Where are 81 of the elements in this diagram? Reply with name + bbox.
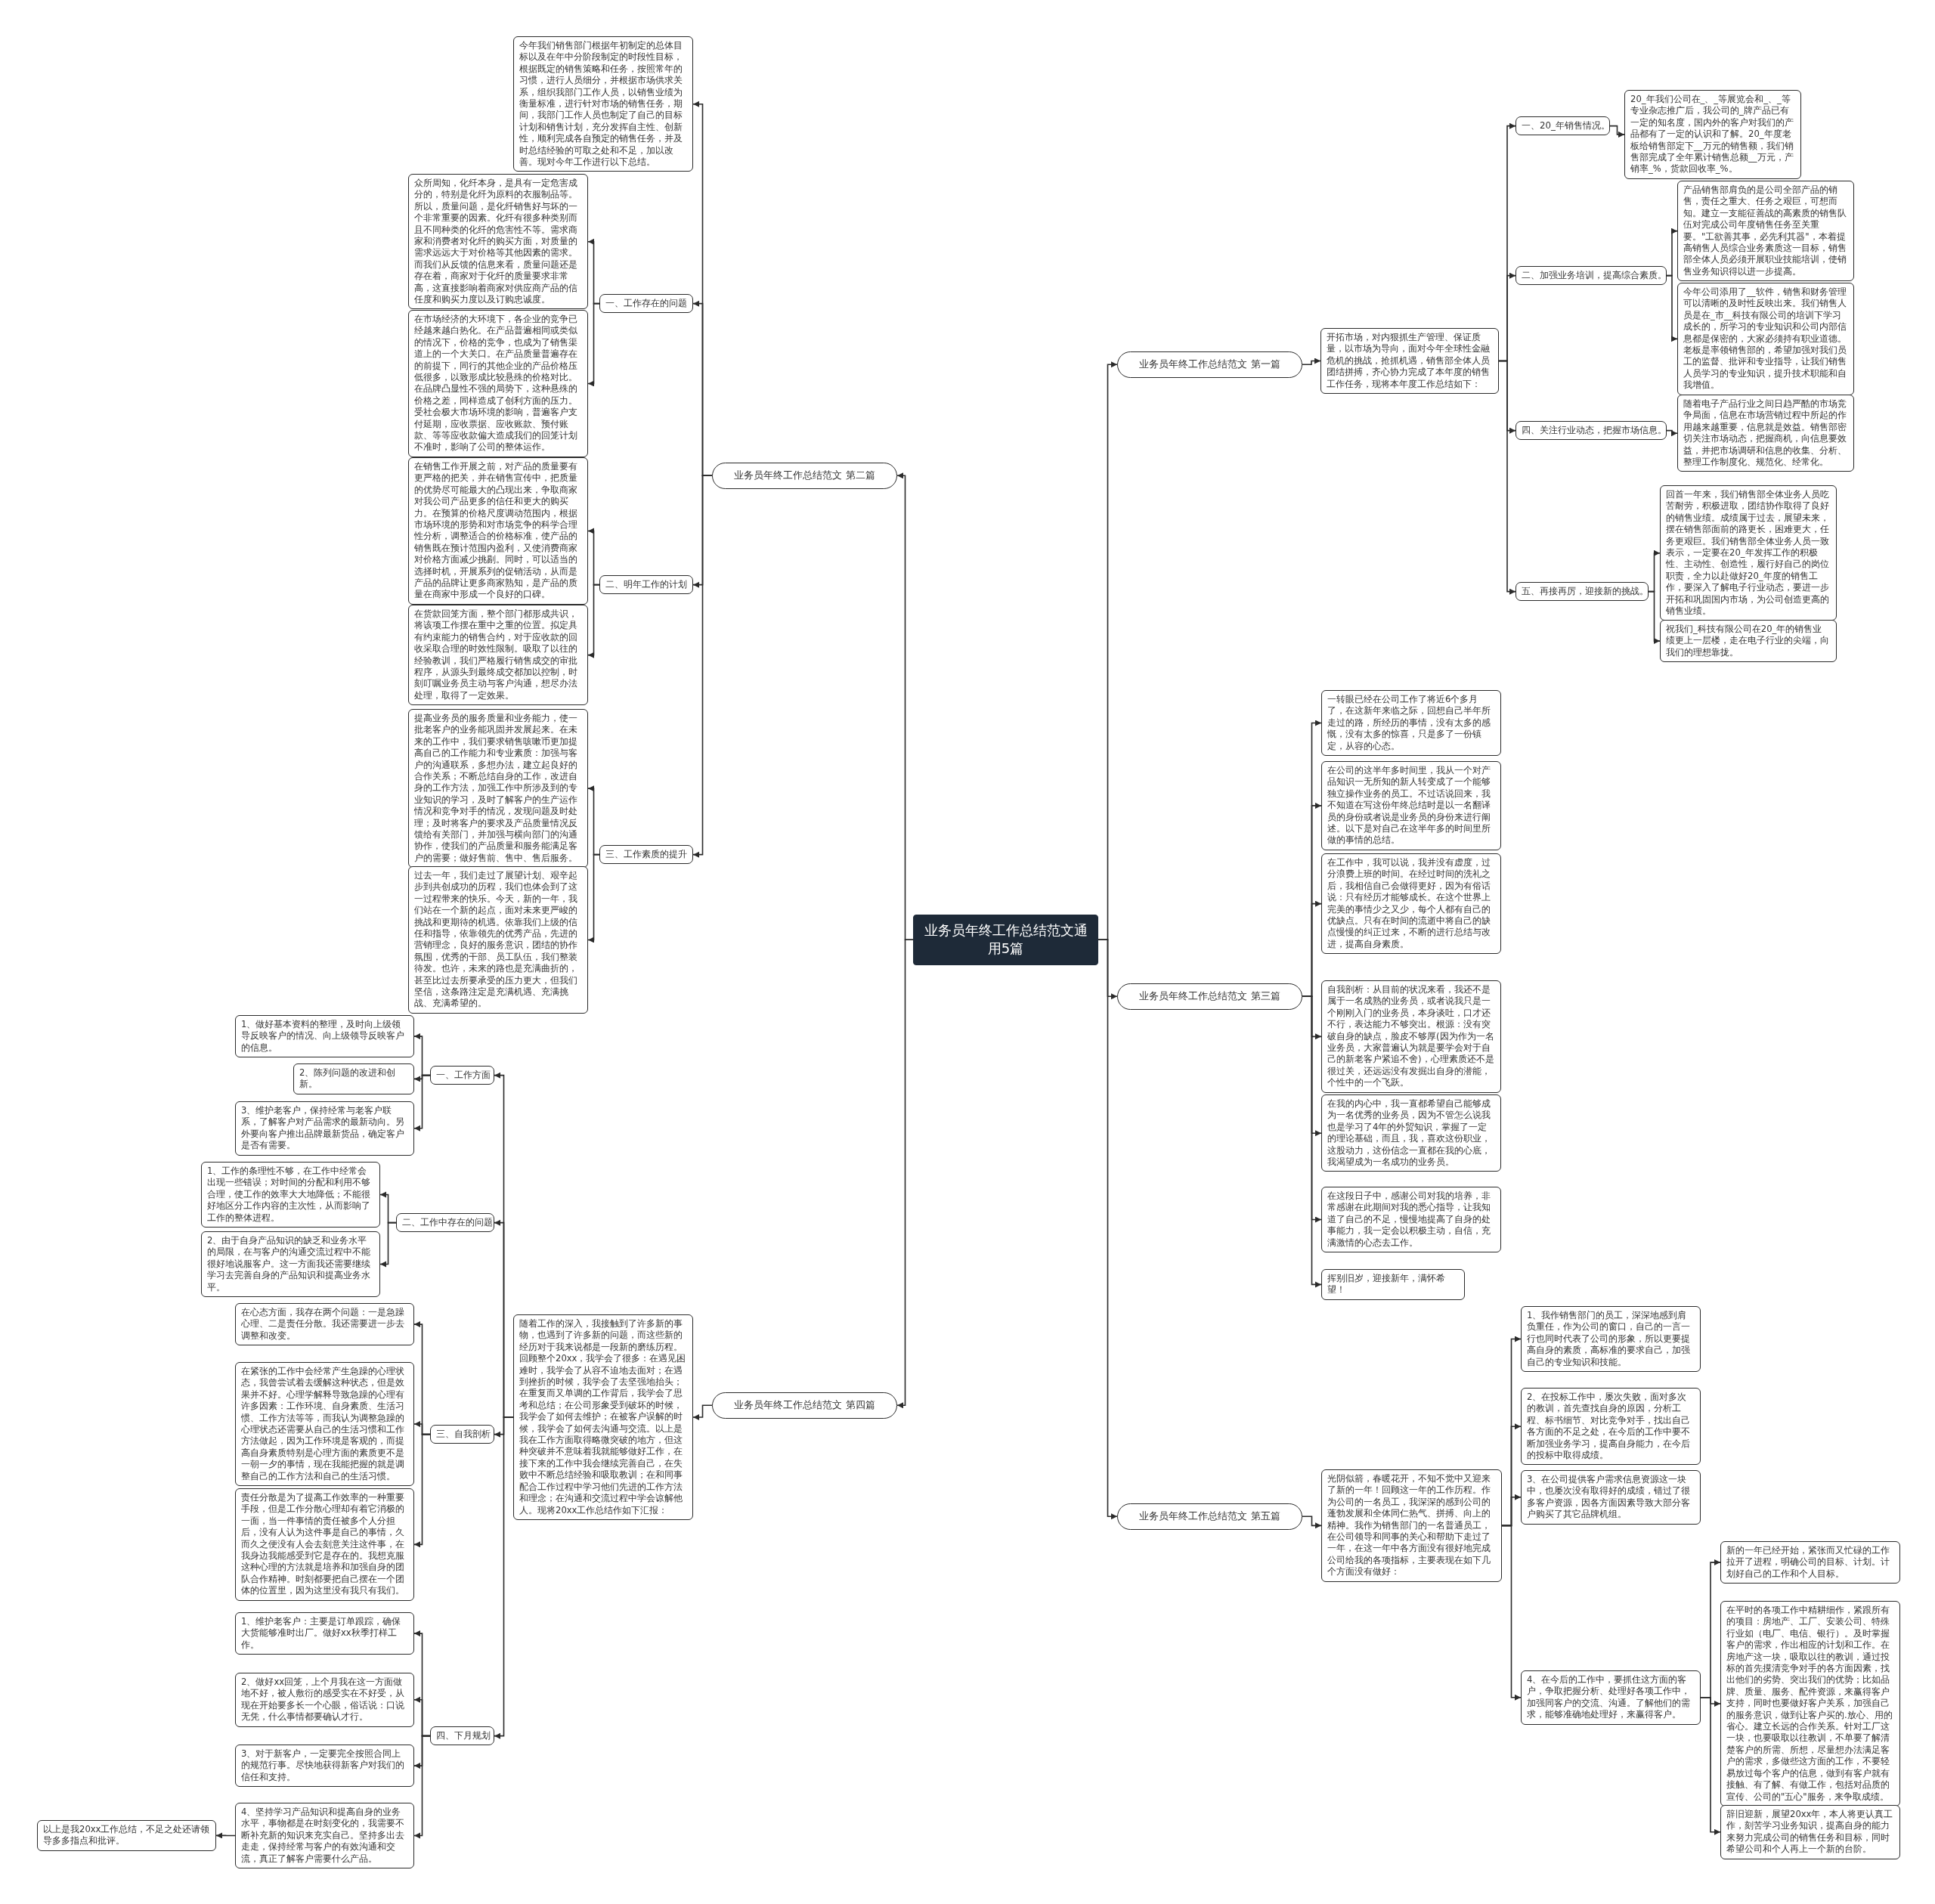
arrow [1700,1697,1721,1835]
text-box: 新的一年已经开始，紧张而又忙碌的工作拉开了进程，明确公司的目标、计划。计划好自己的工作和个人目标。 [1720,1541,1900,1584]
text-box: 祝我们_科技有限公司在20_年的销售业绩更上一层楼，走在电子行业的尖端，向我们的理想靠拢。 [1660,620,1837,663]
text-box: 3、维护老客户，保持经常与老客户联系，了解客户对产品需求的最新动向。另外要向客户推出品牌最新货品，确定客户是否有需要。 [235,1101,414,1156]
arrow [896,939,914,1409]
text-box: 在货款回笼方面，整个部门都形成共识，将该项工作摆在重中之重的位置。拟定具有约束能力的销售合约，对于应收款的回收采取合理的时效性限制。吸取了以往的经验教训，我们严格履行销售成交的审批程序，从源头到最终成交都加以控制，时刻叮嘱业务员主动与客户沟通，想尽办法处理，取得了一定效果。 [408,605,588,706]
text-box: 随着电子产品行业之间日趋严酷的市场竞争局面，信息在市场营销过程中所起的作用越来越重要，信息就是效益。销售部密切关注市场动态，把握商机，向信息要效益，并把市场调研和信息的收集、分析、整理工作制度化、规范化、经常化。 [1677,395,1854,472]
arrow [692,1404,713,1420]
text-box: 2、由于自身产品知识的缺乏和业务水平的局限，在与客户的沟通交流过程中不能很好地说服客户。这一方面我还需要继续学习去完善自身的产品知识和提高业务水平。 [201,1231,380,1298]
text-box: 自我剖析：从目前的状况来看，我还不是属于一名成熟的业务员，或者说我只是一个刚刚入门的业务员，本身谈吐，口才还不行，表达能力不够突出。根源：没有突破自身的缺点，脸皮不够厚(因为作为一名业务员，大家普遍认为就是要学会对于自己的新老客户紧追不舍)，心理素质还不是很过关，还远远没有发掘出自身的潜能，个性中的一个飞跃。 [1321,980,1501,1093]
arrow [1098,939,1118,1520]
text-box: 光阴似箭，春暖花开，不知不觉中又迎来了新的一年！回顾这一年的工作历程。作为公司的一名员工，我深深的感到公司的蓬勃发展和全体同仁热气、拼搏、向上的精神。我作为销售部门的一名普通员工，在公司领导和同事的关心和帮助下走过了一年，在这一年中各方面没有很好地完成公司给我的各项指标，主要表现在如下几个方面没有做好： [1321,1469,1502,1582]
text-box: 在心态方面，我存在两个问题：一是急躁心理、二是责任分散。我还需要进一步去调整和改变。 [235,1303,414,1346]
text-box: 在这段日子中，感谢公司对我的培养，非常感谢在此期间对我的悉心指导，让我知道了自己的不足，慢慢地提高了自身的处事能力，我一定会以积极主动，自信，充满激情的心态去工作。 [1321,1187,1501,1253]
branch-topic: 业务员年终工作总结范文 第三篇 [1117,983,1302,1010]
root-topic: 业务员年终工作总结范文通用5篇 [913,915,1098,965]
text-box: 在销售工作开展之前，对产品的质量要有更严格的把关，并在销售宣传中，把质量的优势尽可能最大的凸现出来，争取商家对我公司产品更多的信任和更大的购买力。在预算的价格尺度调动范围内，根据市场环境的形势和对市场竞争的科学合理性分析，调整适合的价格标准，使产品的销售既在预计范围内盈利，又使消费商家对价格方面减少挑剔。同时，可以适当的选择时机，开展系列的促销活动，从而是产品的品牌让更多商家熟知，是产品的质量在商家中形成一个良好的口碑。 [408,457,588,605]
arrow [692,475,713,858]
text-box: 在平时的各项工作中精耕细作，紧跟所有的项目：房地产、工厂、安装公司、特殊行业如（电厂、电信、银行）。及时掌握客户的需求，作出相应的计划和工作。在房地产这一块，吸取以往的教训，通过投标的首先摸清竞争对手的各方面因素，找出他们的劣势、突出我们的优势；比如品牌、质量、服务、配件资源，来赢得客户支持，同时也要做好客户关系，加强自己的服务意识，做到让客户买的.放心、用的省心。建立长远的合作关系。针对工厂这一块，也要吸取以往教训，不单要了解清楚客户的所需、所想，尽量想办法满足客户的需求，多做些这方面的工作，不要轻易放过每个客户的信息，做到有客户就有接触、有了解、有做工作，包括对品质的宣传、公司的"五心"服务，来争取成绩。 [1720,1601,1900,1806]
arrow [1648,590,1661,645]
text-box: 3、在公司提供客户需求信息资源这一块中，也屡次没有取得好的成绩，错过了很多客户资源，因各方面因素导致大部分客户购买了其它品牌机组。 [1521,1470,1701,1525]
text-box: 2、在投标工作中，屡次失败，面对多次的教训，首先查找自身的原因，分析工程、标书细节、对比竞争对手，找出自己各方面的不足之处，在今后的工作中要不断加强业务学习，提高自身能力，在今后的投标中取得成绩。 [1521,1388,1701,1466]
section-topic: 三、工作素质的提升 [599,845,693,865]
text-box: 在我的内心中，我一直都希望自己能够成为一名优秀的业务员，因为不管怎么说我也是学习了4年的外贸知识，掌握了一定的理论基础，而且，我，喜欢这份职业，这股动力，这份信念一直都在我的心底，我渴望成为一名成功的业务员。 [1321,1094,1501,1172]
arrow [413,1735,431,1839]
text-box: 辞旧迎新，展望20xx年，本人将更认真工作，刻苦学习业务知识，提高自身的能力来努力完成公司的销售任务和目标，同时希望公司和个人再上一个新的台阶。 [1720,1805,1900,1859]
text-box: 1、我作销售部门的员工，深深地感到肩负重任，作为公司的窗口，自己的一言一行也同时代表了公司的形象，所以更要提高自身的素质，高标准的要求自己，加强自己的专业知识和技能。 [1521,1306,1701,1373]
text-box: 回首一年来，我们销售部全体业务人员吃苦耐劳，积极进取，团结协作取得了良好的销售业绩。成绩属于过去，展望未来，摆在销售部面前的路更长，困难更大，任务更艰巨。我们销售部全体业务人员一致表示，一定要在20_年发挥工作的积极性、主动性、创造性，履行好自己的岗位职责，全力以赴做好20_年度的销售工作，要深入了解电子行业动态，要进一步开拓和巩固国内市场，为公司创造更高的销售业绩。 [1660,485,1837,621]
arrow [587,584,600,658]
text-box: 4、在今后的工作中，要抓住这方面的客户，争取把握分析、处理好各项工作中，加强同客户的交流、沟通。了解他们的需求，能够准确地处理好，来赢得客户。 [1521,1670,1701,1725]
section-topic: 一、工作方面 [430,1066,494,1085]
text-box: 以上是我20xx工作总结，不足之处还请领导多多指点和批评。 [37,1820,216,1851]
arrow [1609,125,1625,138]
text-box: 20_年我们公司在_、_等展览会和_、_等专业杂志推广后，我公司的_牌产品已有一定的知名度，国内外的客户对我们的产品都有了一定的认识和了解。20_年度老板给销售部定下__万元的销售额，我们销售部完成了全年累计销售总额__万元，产销率_%，货款回收率_%。 [1624,90,1801,179]
text-box: 今年我们销售部门根据年初制定的总体目标以及在年中分阶段制定的时段性目标，根据既定的销售策略和任务，按照常年的习惯，进行人员细分，并根据市场供求关系，组织我部门工作人员，以销售业绩为衡量标准，进行针对市场的销售任务，期间，我部门工作人员也制定了自己的目标计划和销售计划，充分发挥自主性、创新性，顺利完成各自预定的销售任务，并及时总结经验的可取之处和不足，加以改善。现对今年工作进行以下总结。 [513,36,693,172]
text-box: 在紧张的工作中会经常产生急躁的心理状态，我曾尝试着去缓解这种状态，但是效果并不好。心理学解释导致急躁的心理有许多因素：工作环境、自身素质、生活习惯、工作方法等等，而我认为调整急躁的心理状态还需要从自己的生活习惯和工作方法做起，因为工作环境是客观的，而提高自身素质特别是心理方面的素质更不是一朝一夕的事情，现在我能把握的就是调整自己的工作方法和自己的生活习惯。 [235,1362,414,1487]
text-box: 过去一年，我们走过了展望计划、艰辛起步到共创成功的历程，我们也体会到了这一过程带来的快乐。今天，新的一年，我们站在一个新的起点，面对未来更严峻的挑战和更期待的机遇。依靠我们上级的信任和指导，依靠领先的优秀产品，先进的营销理念，良好的服务意识，团结的协作氛围，优秀的干部、员工队伍，我们整装待发。也许，未来的路也是充满曲折的，甚至比过去所要承受的压力更大，但我们坚信，这条路注定是充满机遇、充满挑战、充满希望的。 [408,866,588,1014]
arrow [379,1221,397,1268]
text-box: 1、维护老客户：主要是订单跟踪，确保大货能够准时出厂。做好xx秋季打样工作。 [235,1612,414,1655]
arrow [1666,429,1678,437]
section-topic: 二、加强业务培训，提高综合素质。 [1515,266,1667,286]
branch-topic: 业务员年终工作总结范文 第四篇 [712,1392,897,1419]
section-topic: 四、下月规划 [430,1726,494,1746]
text-box: 3、对于新客户，一定要完全按照合同上的规范行事。尽快地获得新客户对我们的信任和支持。 [235,1745,414,1788]
arrow [215,1832,236,1839]
section-topic: 五、再接再厉，迎接新的挑战。 [1515,582,1649,602]
arrow [413,1433,431,1548]
section-topic: 一、工作存在的问题 [599,294,693,314]
arrow [587,302,600,387]
text-box: 在市场经济的大环境下，各企业的竞争已经越来越白热化。在产品普遍相同或类似的情况下，价格的竞争，也成为了销售渠道上的一个大关口。在产品质量普遍存在的前提下，同行的其他企业的产品价格压低很多，以致形成比较悬殊的价格对比。在品牌凸显性不强的局势下，这种悬殊的价格之差，同样造成了创利方面的压力。受社会极大市场环境的影响，普遍客户支付延期，应收票据、应收账款、预付账款、等等应收款偏大造成我们的回笼计划不准时，影响了公司的整体运作。 [408,310,588,457]
text-box: 随着工作的深入，我接触到了许多新的事物，也遇到了许多新的问题，而这些新的经历对于我来说都是一段新的磨练历程。回顾整个20xx，我学会了很多：在遇见困难时，我学会了从容不迫地去面对；在遇到挫折的时候，我学会了去坚强地抬头；在重复而又单调的工作背后，我学会了思考和总结；在公司形象受到破坏的时候，我学会了如何去维护；在被客户误解的时候，我学会了如何去沟通与交流。以上是我在工作方面取得略微突破的地方，但这种突破并不意味着我就能够做好工作，在接下来的工作中我会继续完善自己，在失败中不断总结经验和吸取教训；在和同事配合工作过程中学习他们先进的工作方法和理念；在沟通和交流过程中学会谅解他人。现将20xx工作总结作如下汇报： [513,1314,693,1520]
text-box: 提高业务员的服务质量和业务能力，使一批老客户的业务能巩固并发展起来。在未来的工作中，我们要求销售咳嗽币更加提高自己的工作能力和专业素质：加强与客户的沟通联系，多想办法，建立起良好的合作关系；不断总结自身的工作，改进自身的工作方法，加强工作中所涉及到的专业知识的学习，及时了解客户的生产运作情况和竞争对手的情况，发现问题及时处理；及时将客户的要求及产品质量情况反馈给有关部门，并加强与横向部门的沟通协作，使我们的产品质量和服务能满足客户的需要；做好售前、售中、售后服务。 [408,709,588,868]
arrow [1498,360,1516,595]
text-box: 1、做好基本资料的整理，及时向上级领导反映客户的情况、向上级领导反映客户的信息。 [235,1015,414,1058]
arrow [587,853,600,943]
text-box: 责任分散是为了提高工作效率的一种重要手段，但是工作分散心理却有着它消极的一面，当一件事情的责任被多个人分担后，没有人认为这件事是自己的事情，久而久之便没有人会去刻意关注这件事，在我身边我能感受到它是存在的。我想克服这种心理的方法就是培养和加强自身的团队合作精神。时刻都要把自己摆在一个团体的位置里，因为这里没有我只有我们。 [235,1488,414,1601]
branch-topic: 业务员年终工作总结范文 第一篇 [1117,351,1302,378]
text-box: 一转眼已经在公司工作了将近6个多月了，在这新年来临之际，回想自己半年所走过的路，所经历的事情，没有太多的感慨，没有太多的惊喜，只是多了一份镇定，从容的心态。 [1321,690,1501,757]
arrow [1501,1525,1522,1701]
text-box: 2、陈列问题的改进和创新。 [293,1063,414,1094]
text-box: 今年公司添用了__软件，销售和财务管理可以清晰的及时性反映出来。我们销售人员是在_市__科技有限公司的培训下学习成长的，所学习的专业知识和公司内部信息都是保密的，大家必须持有职业道德。老板是率领销售部的，希望加强对我们员工的监督、批评和专业指导，让我们销售人员学习的专业知识，提升技术职能和自我增值。 [1677,283,1854,395]
section-topic: 三、自我剖析 [430,1425,494,1444]
arrow [1302,358,1321,366]
text-box: 众所周知，化纤本身，是具有一定危害成分的，特别是化纤为原料的衣服制品等。所以，质量问题，是化纤销售好与坏的一个非常重要的因素。化纤有很多种类别而且不同种类的化纤的危害性不等。需求商家和消费者对化纤的购买方面，对质量的需求远远大于对价格等其他因素的需求。而我们从反馈的信息来看，质量问题还是存在着，商家对于化纤的质量要求非常高，这直接影响着商家对供应商产品的信任度和购买力度以及订购忠诚度。 [408,174,588,310]
text-box: 1、工作的条理性不够，在工作中经常会出现一些错误；对时间的分配和利用不够合理，使工作的效率大大地降低；不能很好地区分工作内容的主次性，从而影响了工作的整体进程。 [201,1162,380,1228]
text-box: 在公司的这半年多时间里，我从一个对产品知识一无所知的新人转变成了一个能够独立操作业务的员工。不过话说回来，我不知道在写这份年终总结时是以一名翻译员的身份或者说是业务员的身份来进行阐述。以下是对自己在这半年多的时间里所做的事情的总结。 [1321,761,1501,850]
arrow [413,1074,431,1132]
section-topic: 二、工作中存在的问题 [396,1213,494,1233]
section-topic: 一、20_年销售情况。 [1515,116,1610,136]
branch-topic: 业务员年终工作总结范文 第五篇 [1117,1503,1302,1530]
text-box: 产品销售部肩负的是公司全部产品的销售，责任之重大、任务之艰巨，可想而知。建立一支能征善战的高素质的销售队伍对完成公司年度销售任务至关重要。"工欲善其事，必先利其器"，本着提高销售人员综合业务素质这一目标，销售部全体人员必须开展职业技能培训，使销售业务知识得以进一步提高。 [1677,181,1854,282]
section-topic: 二、明年工作的计划 [599,575,693,595]
text-box: 挥别旧岁，迎接新年，满怀希望！ [1321,1269,1465,1300]
text-box: 开拓市场，对内狠抓生产管理、保证质量，以市场为导向，面对今年全球性金融危机的挑战，抢抓机遇，销售部全体人员团结拼搏，齐心协力完成了本年度的销售工作任务，现将本年度工作总结如下： [1320,328,1499,395]
branch-topic: 业务员年终工作总结范文 第二篇 [712,463,897,489]
section-topic: 四、关注行业动态，把握市场信息。 [1515,421,1667,441]
text-box: 在工作中，我可以说，我并没有虚度，过分浪费上班的时间。在经过时间的洗礼之后，我相信自己会做得更好，因为有俗话说：只有经历才能够成长。在这个世界上完美的事情少之又少，每个人都有自己的优缺点。只有在时间的流逝中将自己的缺点慢慢的纠正过来，不断的进行总结与改进，提高自身素质。 [1321,853,1501,955]
arrow [1666,274,1678,342]
text-box: 4、坚持学习产品知识和提高自身的业务水平，事物都是在时刻变化的，我需要不断补充新的知识来充实自己。坚持多出去走走，保持经常与客户的有效沟通和交流，真正了解客户需要什么产品。 [235,1803,414,1869]
arrow [1302,1515,1322,1529]
text-box: 2、做好xx回笼，上个月我在这一方面做地不好，被人敷衍的感受实在不好受，从现在开始要多长一个心眼，俗话说：口说无凭，什么事情都要确认才行。 [235,1673,414,1727]
